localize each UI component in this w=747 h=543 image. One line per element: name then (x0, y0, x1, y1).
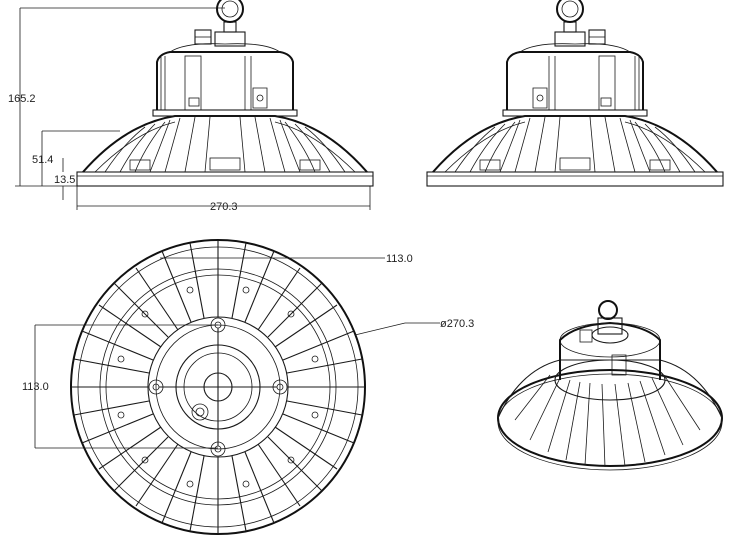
dim-mounting-spacing-horizontal: 113.0 (386, 253, 413, 265)
bottom-view: 113.0 113.0 ø270.3 (22, 239, 474, 535)
isometric-view (497, 300, 723, 471)
dim-base-thickness: 13.5 (54, 174, 75, 186)
dim-body-height: 51.4 (32, 154, 53, 166)
dim-diameter: ø270.3 (440, 318, 474, 330)
front-view-right (426, 0, 724, 187)
dim-mounting-spacing-vertical: 113.0 (22, 381, 49, 393)
dim-overall-width: 270.3 (210, 201, 238, 213)
dim-overall-height: 165.2 (8, 93, 36, 105)
front-view-left: 165.2 51.4 13.5 270.3 (8, 0, 374, 213)
